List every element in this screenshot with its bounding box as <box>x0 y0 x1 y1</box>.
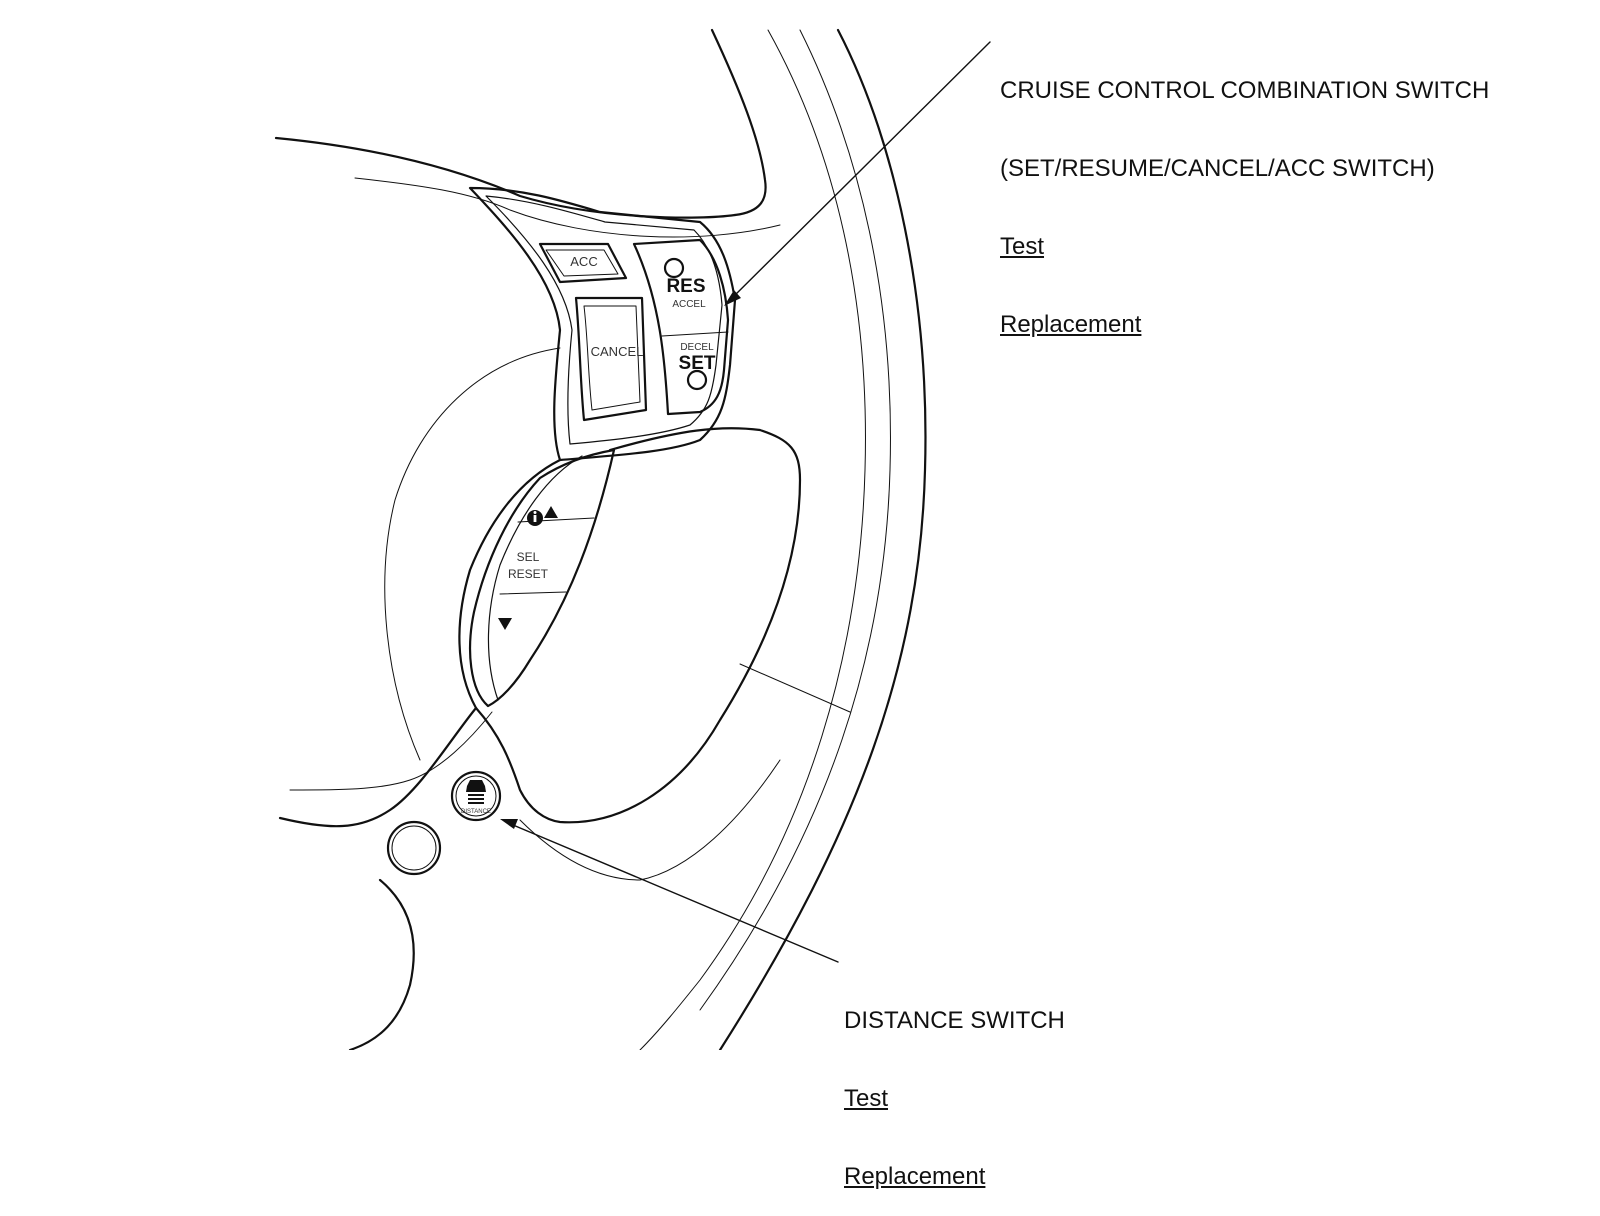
rim-lower-seam <box>739 663 851 713</box>
res-label: RES <box>666 276 705 297</box>
wheel-rim-shade-line-2 <box>699 29 891 1011</box>
lower-rim-shade <box>519 759 781 881</box>
distance-test-link[interactable]: Test <box>844 1085 889 1112</box>
distance-button-shape[interactable] <box>450 770 502 822</box>
rocker-divider <box>661 331 729 337</box>
res-set-rocker-shape[interactable] <box>632 238 730 416</box>
upper-spoke-shade <box>354 177 781 238</box>
wheel-rim-inner-edge <box>710 28 767 217</box>
info-icon <box>527 510 543 526</box>
cruise-callout-title-line1: CRUISE CONTROL COMBINATION SWITCH <box>1000 77 1490 104</box>
distance-button-label: DISTANCE <box>461 809 491 815</box>
cancel-button-shape[interactable] <box>574 296 648 422</box>
hub-shade-curve <box>384 347 561 761</box>
sel-label: SEL <box>517 550 540 564</box>
distance-button-ring <box>455 775 497 817</box>
reset-label: RESET <box>508 567 549 581</box>
round-aux-button[interactable] <box>386 820 442 876</box>
switch-bezel-inner <box>485 195 723 445</box>
acc-button-shadow <box>545 249 619 277</box>
switch-bezel <box>468 186 737 462</box>
cruise-replacement-link[interactable]: Replacement <box>1000 311 1142 338</box>
cruise-control-callout: CRUISE CONTROL COMBINATION SWITCH (SET/R… <box>1000 26 1489 364</box>
acc-label: ACC <box>570 254 597 269</box>
steering-wheel-diagram: ACC RES ACCEL CANCEL DECEL SET SEL RESET… <box>274 28 991 1050</box>
accel-label: ACCEL <box>672 299 706 310</box>
res-indicator <box>663 257 685 279</box>
round-aux-button-inner <box>391 825 437 871</box>
wheel-outer-rim <box>718 28 927 1050</box>
down-arrow-icon <box>498 618 512 630</box>
cruise-leader-line <box>725 41 991 305</box>
lower-left-shade <box>289 711 493 791</box>
distance-switch-callout: DISTANCE SWITCH Test Replacement <box>844 956 1065 1216</box>
lower-spoke-outline <box>458 427 802 824</box>
decel-label: DECEL <box>680 342 714 353</box>
distance-replacement-link[interactable]: Replacement <box>844 1163 986 1190</box>
upper-spoke-edge <box>274 136 737 219</box>
lower-left-spoke-edge-2 <box>348 878 415 1050</box>
up-arrow-icon <box>544 506 558 518</box>
lower-left-spoke-edge <box>278 706 478 828</box>
set-indicator <box>686 369 708 391</box>
cruise-leader-arrowhead <box>724 290 741 306</box>
distance-leader-arrowhead <box>500 819 518 829</box>
cancel-button-inner <box>583 305 641 411</box>
cruise-callout-title-line2: (SET/RESUME/CANCEL/ACC SWITCH) <box>1000 155 1435 182</box>
lower-spoke-inner <box>487 455 583 701</box>
panel-divider-2 <box>499 591 567 595</box>
set-label: SET <box>679 353 716 374</box>
cruise-test-link[interactable]: Test <box>1000 233 1045 260</box>
car-distance-icon <box>466 780 486 804</box>
cancel-label: CANCEL <box>591 344 644 359</box>
acc-button-shape[interactable] <box>538 242 628 284</box>
distance-callout-title: DISTANCE SWITCH <box>844 1007 1065 1034</box>
distance-leader-line <box>505 821 839 963</box>
info-switch-panel <box>469 448 616 708</box>
wheel-rim-shade-line <box>639 29 866 1050</box>
